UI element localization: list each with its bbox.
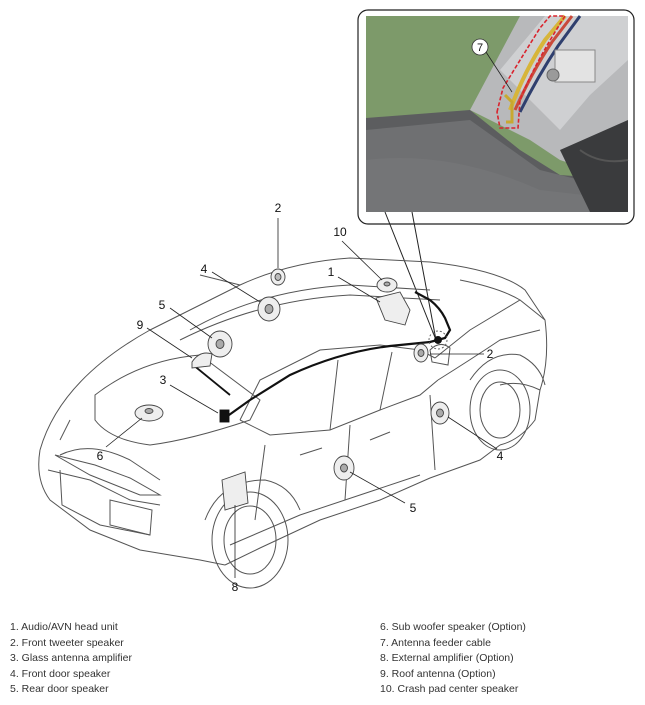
legend-item: 9. Roof antenna (Option)	[380, 667, 496, 680]
legend-item: 4. Front door speaker	[10, 667, 111, 680]
leader-lines	[105, 218, 498, 578]
callout-4-right: 4	[497, 449, 504, 463]
components	[134, 268, 450, 511]
component-legend: 1. Audio/AVN head unit 2. Front tweeter …	[0, 620, 645, 700]
callout-3: 3	[160, 373, 167, 387]
callout-6: 6	[97, 449, 104, 463]
legend-item: 3. Glass antenna amplifier	[10, 652, 132, 665]
legend-item: 10. Crash pad center speaker	[380, 683, 519, 696]
inset-photo	[357, 9, 635, 225]
callout-2-top: 2	[275, 201, 282, 215]
callout-5-top: 5	[159, 298, 166, 312]
legend-item: 5. Rear door speaker	[10, 683, 109, 696]
callout-8: 8	[232, 580, 239, 594]
callout-9: 9	[137, 318, 144, 332]
callout-4-top: 4	[201, 262, 208, 276]
callout-2-right: 2	[487, 347, 494, 361]
legend-column-right: 6. Sub woofer speaker (Option) 7. Antenn…	[380, 620, 526, 698]
callout-7: 7	[477, 42, 483, 54]
legend-item: 7. Antenna feeder cable	[380, 636, 491, 649]
legend-item: 8. External amplifier (Option)	[380, 652, 514, 665]
legend-column-left: 1. Audio/AVN head unit 2. Front tweeter …	[10, 620, 132, 698]
legend-item: 2. Front tweeter speaker	[10, 636, 124, 649]
callout-1: 1	[328, 265, 335, 279]
audio-system-component-diagram: 7	[38, 9, 635, 594]
antenna-feeder-cable	[221, 291, 452, 421]
callout-5-bottom: 5	[410, 501, 417, 515]
legend-item: 1. Audio/AVN head unit	[10, 621, 118, 633]
car-line-art	[38, 257, 548, 589]
legend-item: 6. Sub woofer speaker (Option)	[380, 621, 526, 633]
callout-10: 10	[333, 225, 347, 239]
